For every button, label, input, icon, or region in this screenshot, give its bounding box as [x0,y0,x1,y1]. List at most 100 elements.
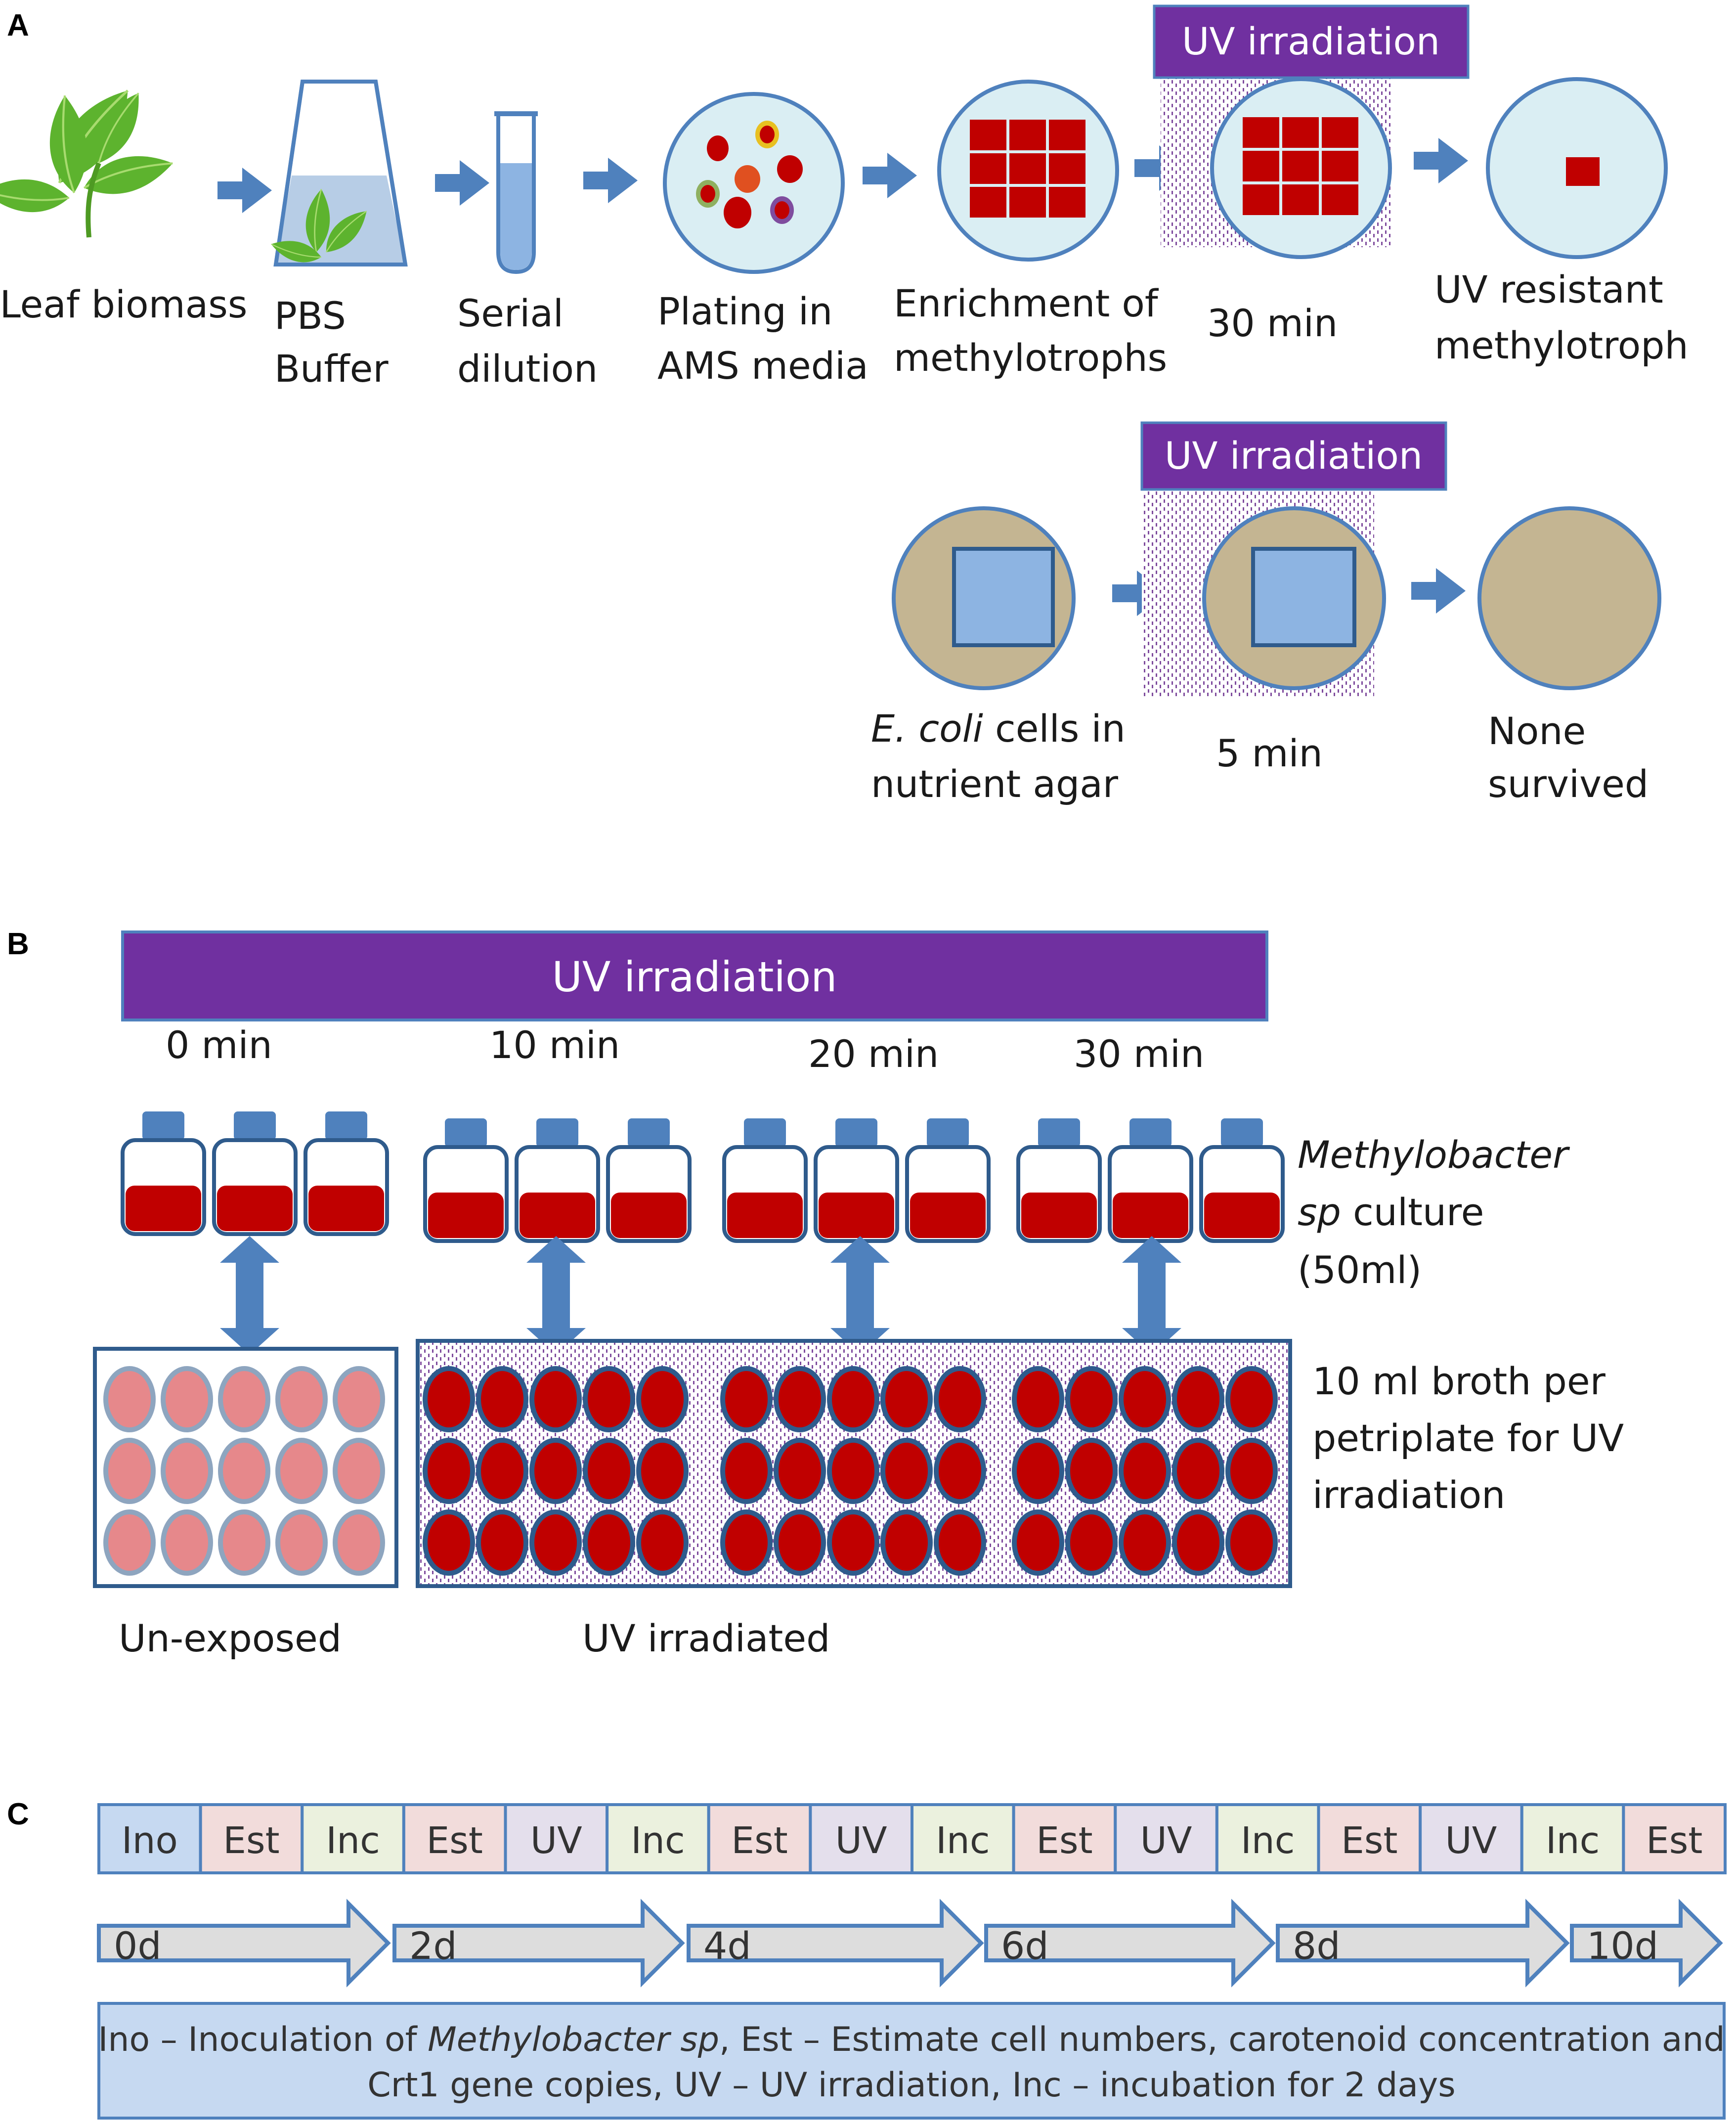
petri-plate [103,1509,156,1576]
petri-plate [218,1366,270,1432]
day-label: 4d [703,1924,751,1968]
petri-plate [1065,1509,1118,1576]
timeline-step-inc: Inc [1520,1803,1625,1874]
petri-plate [1119,1438,1171,1504]
arrow-icon [217,168,272,213]
timeline-step-est: Est [707,1803,812,1874]
petri-plate [275,1366,328,1432]
petri-plate [636,1366,689,1432]
petri-plate [720,1438,773,1504]
petri-plate [161,1438,213,1504]
arrow-icon [1414,138,1468,183]
timeline-step-uv: UV [1114,1803,1218,1874]
double-arrow-icon [1122,1236,1181,1355]
culture-bottle [304,1111,389,1236]
culture-bottle [1016,1118,1102,1243]
timeline-step-inc: Inc [606,1803,710,1874]
timeline-step-ino: Ino [97,1803,202,1874]
plating-label: Plating in AMS media [657,289,868,388]
timeline-step-est: Est [1622,1803,1727,1874]
petri-plate [275,1509,328,1576]
petri-plate [880,1438,933,1504]
arrow-icon [863,153,917,198]
petri-plate [1225,1366,1278,1432]
legend-line-2: Crt1 gene copies, UV – UV irradiation, I… [367,2066,1455,2105]
petri-plate [1172,1438,1224,1504]
petri-plate [476,1438,528,1504]
petri-plate [529,1509,582,1576]
culture-bottles [121,1111,1285,1243]
day-label: 2d [409,1924,457,1968]
irradiated-label: UV irradiated [582,1616,830,1660]
day-arrow: 0d [97,1899,391,1988]
petri-plate [476,1509,528,1576]
petri-plate [934,1366,986,1432]
double-arrow-icon [830,1236,890,1355]
leaf-biomass-icon [0,88,173,238]
day-arrow: 8d [1276,1899,1570,1988]
svg-text:Est: Est [223,1819,279,1862]
test-tube-icon [494,111,538,274]
timeline-step-est: Est [1317,1803,1422,1874]
unexposed-label: Un-exposed [119,1616,342,1660]
none-survived-label: None survived [1488,709,1649,806]
petri-plate [423,1366,475,1432]
petri-plate [218,1438,270,1504]
empty-plate-icon [1477,506,1661,690]
petri-plate [423,1438,475,1504]
day-arrow: 4d [687,1899,984,1988]
day-label: 6d [1001,1924,1049,1968]
ecoli-label: E. coli cells in nutrient agar [871,707,1137,806]
time-label-30: 30 min [1074,1032,1204,1076]
culture-bottle [814,1118,899,1243]
petri-plate [774,1438,826,1504]
petri-plate [1172,1509,1224,1576]
culture-bottle [515,1118,600,1243]
timeline-step-inc: Inc [1215,1803,1320,1874]
svg-text:UV: UV [835,1819,887,1862]
panel-a-letter: A [7,8,29,43]
petri-plate [880,1366,933,1432]
uv-irradiation-title: UV irradiation [1182,19,1440,63]
svg-text:Inc: Inc [326,1819,380,1862]
petri-plate [583,1366,635,1432]
uv-time-30: 30 min [1207,301,1338,345]
petri-plate [583,1509,635,1576]
petri-plate [333,1509,385,1576]
panel-a: A Leaf biomass PBS Buffer [0,4,1689,806]
culture-bottle [722,1118,808,1243]
petri-plate [774,1366,826,1432]
petri-plate [103,1366,156,1432]
svg-text:Est: Est [1341,1819,1397,1862]
petri-plate [1065,1366,1118,1432]
resistant-plate-icon [1486,77,1668,259]
uv-irradiation-banner [1140,421,1447,491]
petri-plate [774,1509,826,1576]
svg-text:UV: UV [1140,1819,1192,1862]
petri-plate [827,1509,879,1576]
broth-label: 10 ml broth per petriplate for UV irradi… [1312,1359,1636,1517]
arrow-icon [435,160,489,206]
petri-plate [1225,1438,1278,1504]
petri-plate [1012,1509,1064,1576]
pbs-flask-icon [269,80,408,276]
petri-plate [934,1438,986,1504]
timeline-step-uv: UV [1419,1803,1523,1874]
petri-plate [827,1438,879,1504]
day-label: 8d [1293,1924,1341,1968]
petri-plate [636,1509,689,1576]
uv-irradiation-title: UV irradiation [552,953,837,1001]
svg-text:Ino: Ino [122,1819,178,1862]
uv-irradiation-banner [121,930,1268,1021]
serial-dilution-label: Serial dilution [457,291,598,391]
petri-plate [1012,1438,1064,1504]
petri-plate [529,1438,582,1504]
enrichment-label: Enrichment of methylotrophs [894,281,1170,380]
arrow-icon [1411,568,1466,614]
panel-b-letter: B [7,927,29,961]
petri-plate [476,1366,528,1432]
